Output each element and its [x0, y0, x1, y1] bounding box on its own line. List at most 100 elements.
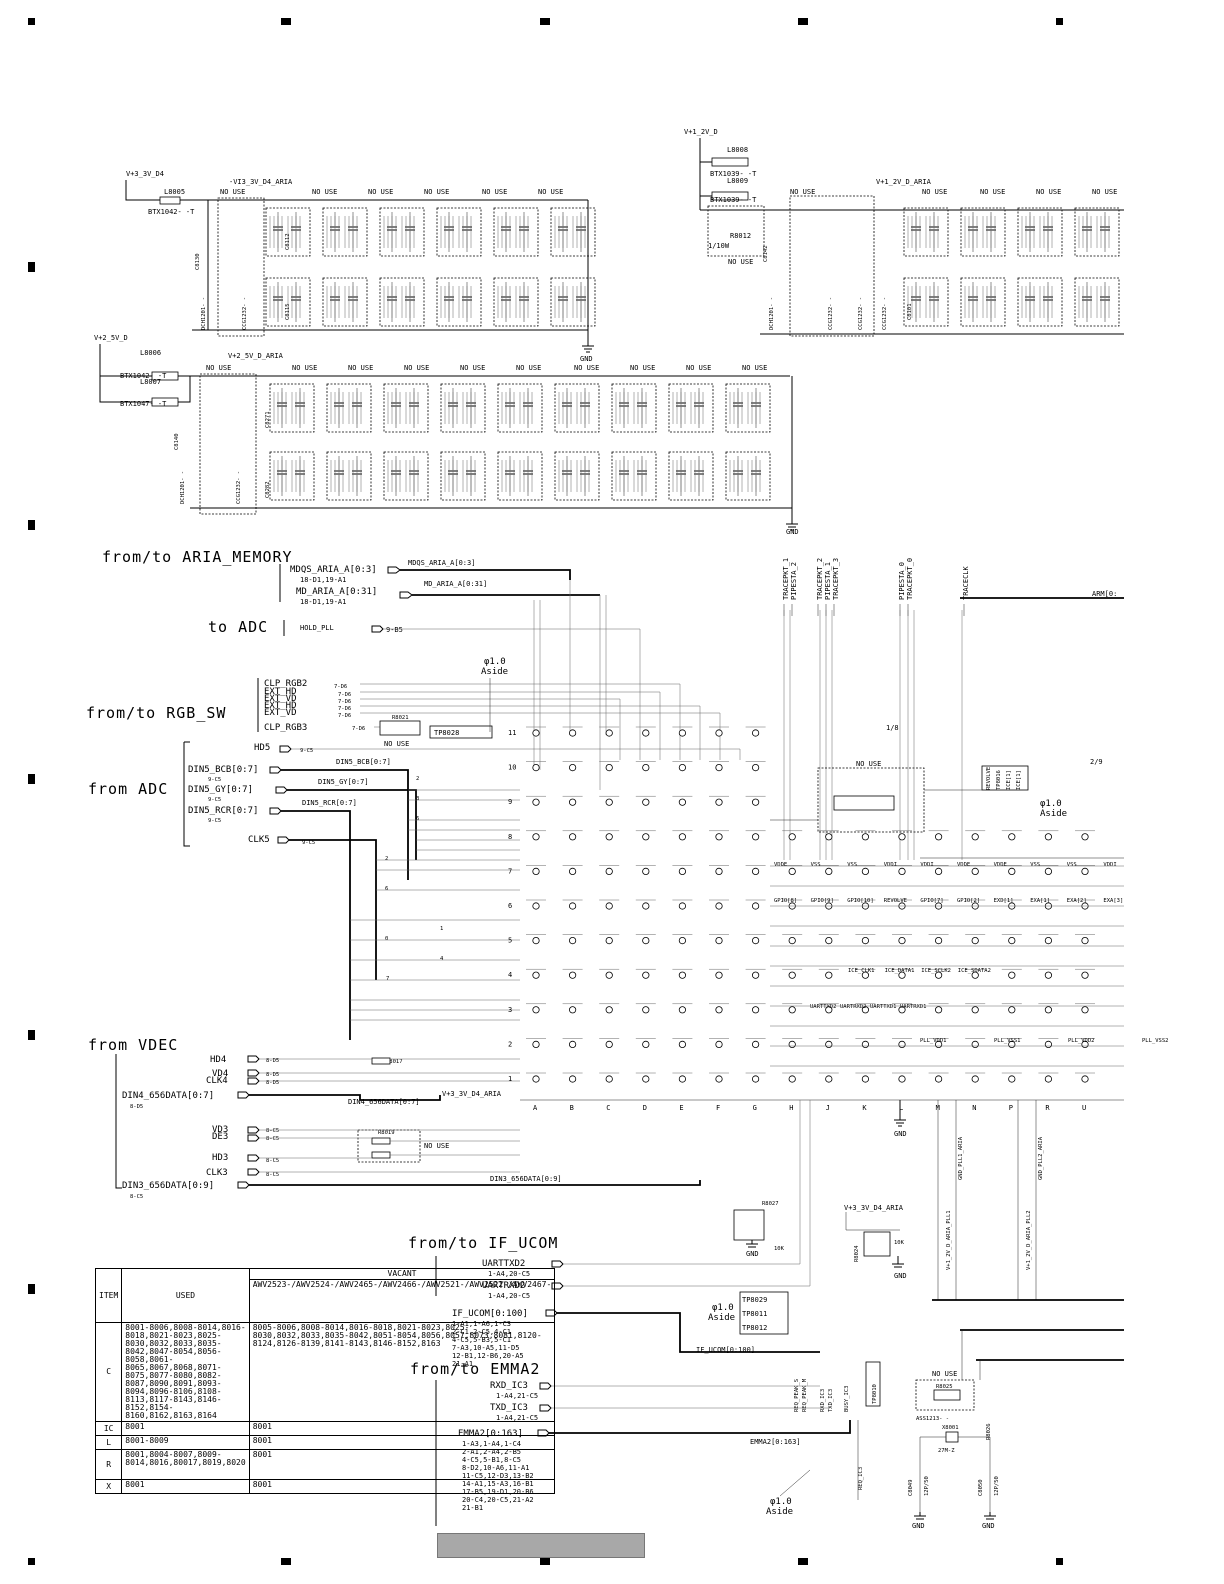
- svg-text:NO USE: NO USE: [460, 364, 485, 372]
- column-header-vacant: VACANT: [248, 1268, 556, 1280]
- bga-ball: [1044, 1075, 1053, 1083]
- bga-ball: [605, 867, 613, 876]
- decap-pair: [436, 277, 482, 327]
- bga-ball: [825, 1040, 833, 1049]
- pll-pin-label: PLL_VSS2: [1142, 1038, 1169, 1044]
- port-ref: 8-D5: [130, 1104, 143, 1110]
- registration-mark: [28, 520, 35, 530]
- column-label: N: [972, 1104, 976, 1112]
- decap-pair: [550, 277, 596, 327]
- bga-ball: [751, 1075, 760, 1083]
- registration-mark: [540, 18, 550, 25]
- bga-ball: [1008, 1075, 1016, 1083]
- column-label: B: [570, 1104, 574, 1112]
- item-cell: X: [94, 1479, 123, 1494]
- bga-ball: [715, 936, 723, 945]
- gnd-label: GND: [982, 1522, 995, 1530]
- port-ref: 9-C5: [208, 818, 221, 824]
- rail-label: V+2_5V_D: [94, 334, 128, 342]
- pll-pin-label: PLL_VSS1: [994, 1038, 1021, 1044]
- crystal-label: X8001: [942, 1425, 959, 1431]
- port-label: CLK4: [206, 1076, 228, 1086]
- inductor-label: L8009: [727, 177, 748, 185]
- bga-ball: [861, 936, 870, 945]
- bga-ball: [532, 1006, 540, 1014]
- no-use-box: [265, 277, 311, 327]
- svg-text:7: 7: [386, 976, 389, 982]
- no-use-box: [668, 383, 714, 433]
- bga-ball: [715, 1040, 723, 1049]
- port-ref: 9-C5: [300, 748, 313, 754]
- footer-bar: [437, 1533, 645, 1558]
- bga-ball: [678, 763, 687, 772]
- bga-ball: [788, 867, 796, 876]
- no-use-box: [379, 277, 425, 327]
- port-ref: 8-D5: [266, 1058, 279, 1064]
- bga-ball: [715, 729, 723, 737]
- port-ref: 18-D1,19-A1: [300, 598, 346, 606]
- rev-pin: REVOLVE: [986, 767, 992, 790]
- registration-marks: [28, 18, 1063, 1565]
- bga-ball: [715, 833, 723, 841]
- cap-part: CCG1232- -: [882, 297, 888, 330]
- bga-ball: [568, 1040, 577, 1049]
- no-use-box: [611, 383, 657, 433]
- trace-label: TRACEPKT_0: [906, 558, 914, 600]
- crystal-section: NO USE R8025 ASS1213- - X8001 27M-Z C804…: [908, 1330, 1000, 1530]
- no-use-box: [265, 207, 311, 257]
- ice-pin-label: ICE_SCLK2: [921, 968, 951, 974]
- no-use-label: NO USE: [424, 1142, 449, 1150]
- ice-pin-label: ICE_CLK1: [848, 968, 875, 974]
- rail-label: -VI3_3V_D4_ARIA: [229, 178, 293, 186]
- bga-ball: [934, 867, 943, 876]
- decap-pair: [1017, 277, 1063, 327]
- no-use-label: NO USE: [932, 1370, 957, 1378]
- bga-ball: [971, 936, 979, 945]
- emma2-net: RXD_IC3: [820, 1389, 826, 1412]
- decap-row: [265, 277, 596, 327]
- bga-ball: [861, 1075, 870, 1083]
- bga-ball: [825, 833, 833, 841]
- decap-row: [269, 451, 771, 501]
- bga-ball: [568, 798, 577, 806]
- bga-ball: [1008, 971, 1016, 979]
- bga-ball: [971, 1040, 979, 1049]
- bga-ball: [678, 1006, 687, 1014]
- bga-ball: [825, 1075, 833, 1083]
- decap-pair: [265, 277, 311, 327]
- decap-pair: [322, 277, 368, 327]
- row-label: 10: [508, 764, 516, 772]
- adc-out-section: to ADC HOLD_PLL 9-B5: [208, 618, 641, 760]
- ice-pin-label: ICE_SDATA2: [958, 968, 991, 974]
- vdec-section: from VDEC HD4 VD4 CLK4 8-D5 8-D5 8-D5 DI…: [88, 1036, 701, 1200]
- item-cell: IC: [94, 1421, 123, 1436]
- svg-text:NO USE: NO USE: [516, 364, 541, 372]
- column-label: J: [826, 1104, 830, 1112]
- cap-part: DCH1201- -: [201, 297, 207, 330]
- decap-pair: [554, 451, 600, 501]
- svg-text:4: 4: [440, 956, 444, 962]
- svg-text:NO USE: NO USE: [686, 364, 711, 372]
- decap-pair: [903, 277, 949, 327]
- uart-pin-label: UARTRXD1: [900, 1004, 927, 1010]
- column-label: R: [1045, 1104, 1050, 1112]
- decap-row: [269, 383, 771, 433]
- port-label: EXT_HD: [264, 701, 297, 711]
- bga-ball: [678, 833, 687, 841]
- resistor: [371, 1137, 391, 1145]
- gpio-pin-label: EXA[1]: [1030, 898, 1050, 904]
- emma2-net: TXD_IC3: [828, 1389, 834, 1412]
- bga-ball: [642, 1075, 650, 1083]
- decap-pair: [1017, 207, 1063, 257]
- bga-ball: [605, 1006, 613, 1014]
- pll-net: V+1_2V_D_ARIA_PLL1: [946, 1210, 952, 1270]
- bga-ball: [532, 798, 540, 806]
- crystal-freq: 27M-Z: [938, 1448, 955, 1454]
- decap-pair: [326, 383, 372, 433]
- svg-text:21-B1: 21-B1: [462, 1504, 483, 1512]
- bga-ball: [1044, 936, 1053, 945]
- emma2-net: BUSY_IC3: [844, 1386, 850, 1413]
- port-label: DE3: [212, 1132, 228, 1142]
- gpio-pin-label: EXA[3]: [1103, 898, 1123, 904]
- testpoint-size: φ1.0: [484, 657, 506, 667]
